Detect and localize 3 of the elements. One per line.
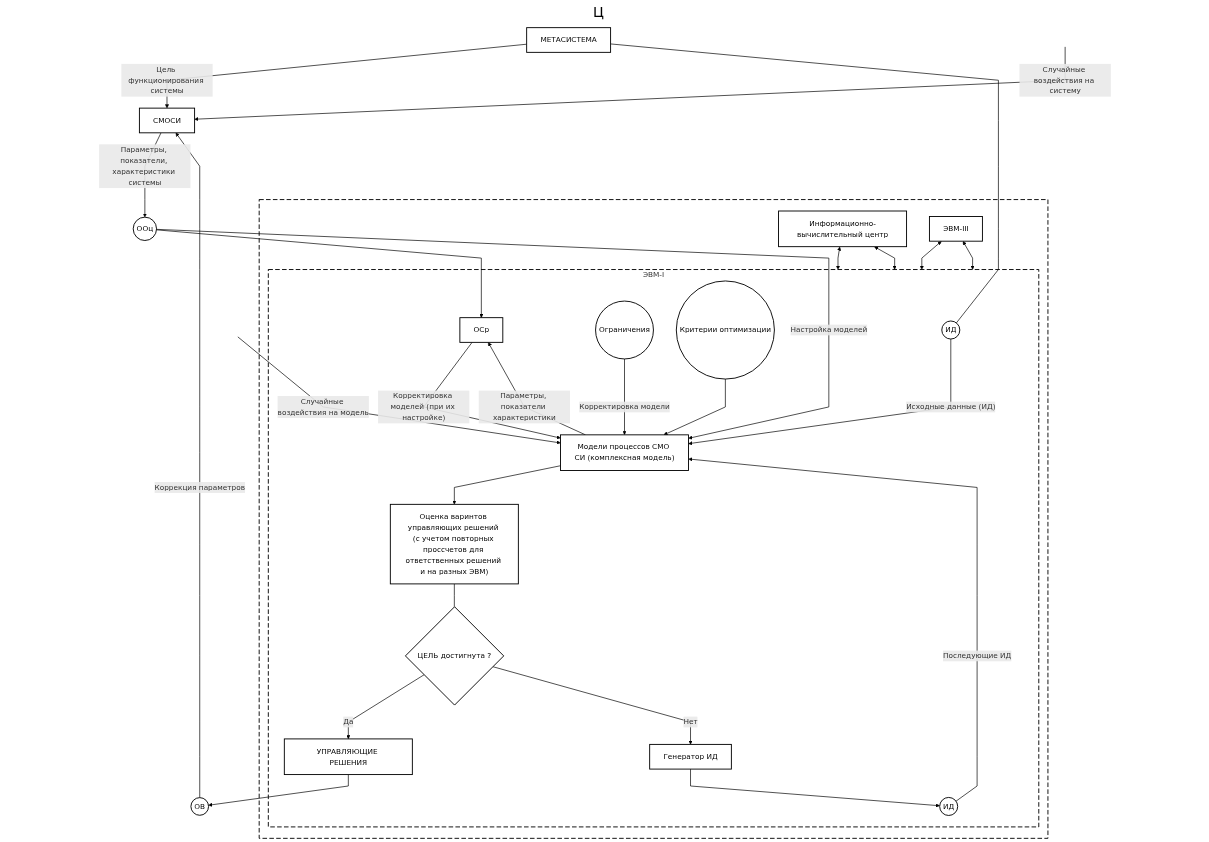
connector: [609, 43, 999, 324]
note-text: Ц: [593, 4, 604, 20]
connector: [453, 583, 455, 608]
